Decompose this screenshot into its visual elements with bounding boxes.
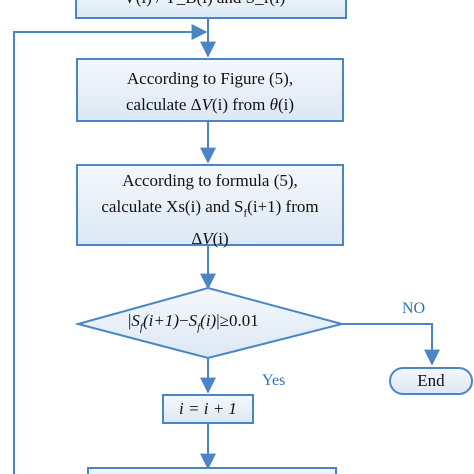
decision-diamond: [74, 286, 346, 360]
process-box-figure5: According to Figure (5), calculate ΔV(i)…: [76, 58, 344, 122]
box1-line1: According to Figure (5),: [126, 69, 294, 88]
end-terminator: [389, 367, 473, 395]
decision-condition: |Sf(i+1)−Sf(i)|≥0.01: [128, 311, 259, 334]
arrow-decision-to-end: [342, 323, 440, 366]
top-box-text: = V(i) / Y_B(i) and S_f(i): [110, 0, 285, 8]
delta-symbol: Δ: [190, 95, 202, 114]
increment-text: i = i + 1: [179, 399, 237, 418]
box1-line2: calculate ΔV(i) from θ(i): [126, 95, 294, 114]
feedback-loop-line: [13, 24, 208, 474]
top-process-box: [75, 0, 347, 19]
bottom-process-box: [87, 467, 337, 474]
box2-line1: According to formula (5),: [122, 171, 298, 190]
box2-line2: calculate Xs(i) and Sf(i+1) from: [101, 197, 319, 220]
increment-box: i = i + 1: [162, 394, 254, 424]
no-branch-label: NO: [402, 300, 426, 317]
end-label: End: [417, 371, 445, 390]
theta-symbol: θ: [269, 95, 278, 114]
box2-line3: ΔV(i): [191, 229, 229, 249]
yes-branch-label: Yes: [262, 372, 286, 389]
process-box-formula5: According to formula (5), calculate Xs(i…: [76, 164, 344, 248]
